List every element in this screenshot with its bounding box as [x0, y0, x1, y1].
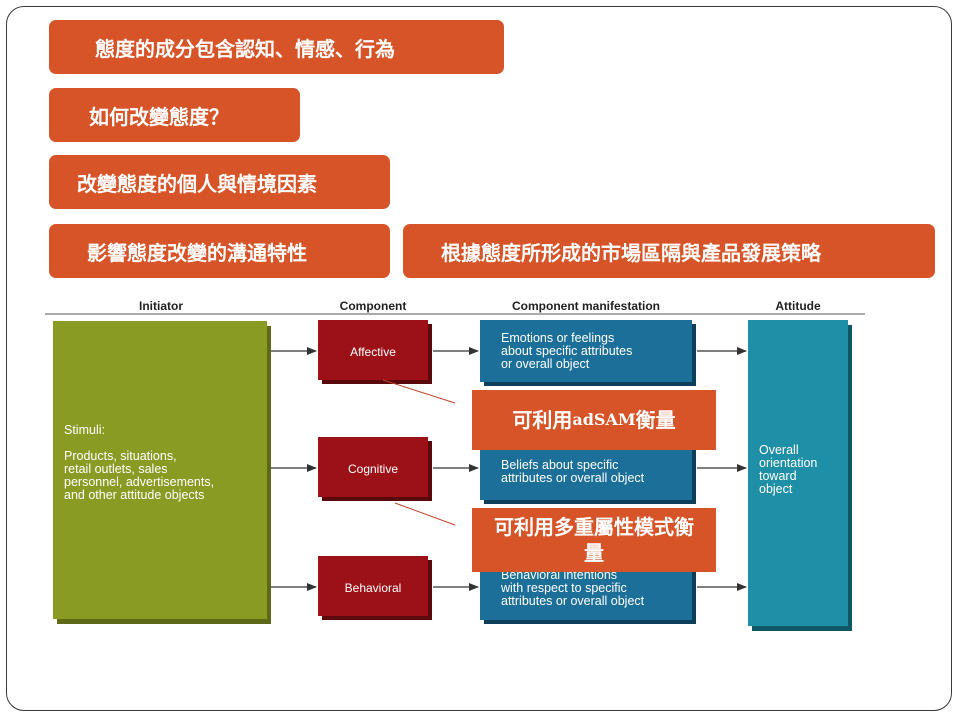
cognitive-box — [318, 437, 428, 497]
affective-manifestation-text: Emotions or feelings about specific attr… — [501, 331, 633, 371]
affective-manifestation-box — [480, 320, 692, 382]
callout-multi-attribute-text: 可利用多重屬性模式衡量 — [494, 515, 694, 565]
header-component: Component — [339, 299, 407, 313]
topic-personal-situational-factors-label: 改變態度的個人與情境因素 — [77, 171, 317, 196]
topic-segmentation-strategy[interactable]: 根據態度所形成的市場區隔與產品發展策略 — [403, 224, 935, 278]
behavioral-label: Behavioral — [344, 581, 402, 595]
cognitive-manifestation-text: Beliefs about specific attributes or ove… — [501, 458, 645, 485]
topic-attitude-components-label: 態度的成分包含認知、情感、行為 — [95, 36, 395, 61]
topic-personal-situational-factors[interactable]: 改變態度的個人與情境因素 — [49, 155, 390, 209]
topic-how-to-change-attitude[interactable]: 如何改變態度？ — [49, 88, 300, 142]
diagram-shapes — [45, 313, 865, 631]
initiator-box — [53, 321, 267, 619]
affective-box — [318, 320, 428, 380]
topic-attitude-components[interactable]: 態度的成分包含認知、情感、行為 — [49, 20, 504, 74]
callout-multi-attribute: 可利用多重屬性模式衡量 — [472, 508, 716, 572]
behavioral-manifestation-text: Behavioral intentions with respect to sp… — [501, 568, 645, 608]
header-component-manifestation: Component manifestation — [511, 299, 661, 313]
topic-communication-characteristics[interactable]: 影響態度改變的溝通特性 — [49, 224, 390, 278]
stimuli-text: Stimuli: Products, situations, retail ou… — [64, 423, 215, 502]
tricomponent-attitude-diagram: Initiator Component Component manifestat… — [45, 293, 865, 633]
callout-connector-cognitive — [394, 502, 456, 526]
affective-label: Affective — [350, 345, 396, 359]
topic-how-to-change-attitude-label: 如何改變態度？ — [89, 104, 229, 129]
attitude-box — [748, 320, 848, 626]
header-attitude: Attitude — [775, 299, 821, 313]
callout-adsam-suffix: 衡量 — [635, 408, 676, 432]
behavioral-box — [318, 556, 428, 616]
header-initiator: Initiator — [139, 299, 183, 313]
topic-communication-characteristics-label: 影響態度改變的溝通特性 — [87, 240, 307, 265]
callout-connector-affective — [382, 379, 456, 404]
callout-adsam-prefix: 可利用 — [512, 408, 573, 432]
attitude-text: Overall orientation toward object — [759, 443, 818, 496]
topic-segmentation-strategy-label: 根據態度所形成的市場區隔與產品發展策略 — [441, 240, 821, 265]
cognitive-label: Cognitive — [347, 462, 399, 476]
callout-adsam-name: adSAM — [572, 410, 636, 429]
